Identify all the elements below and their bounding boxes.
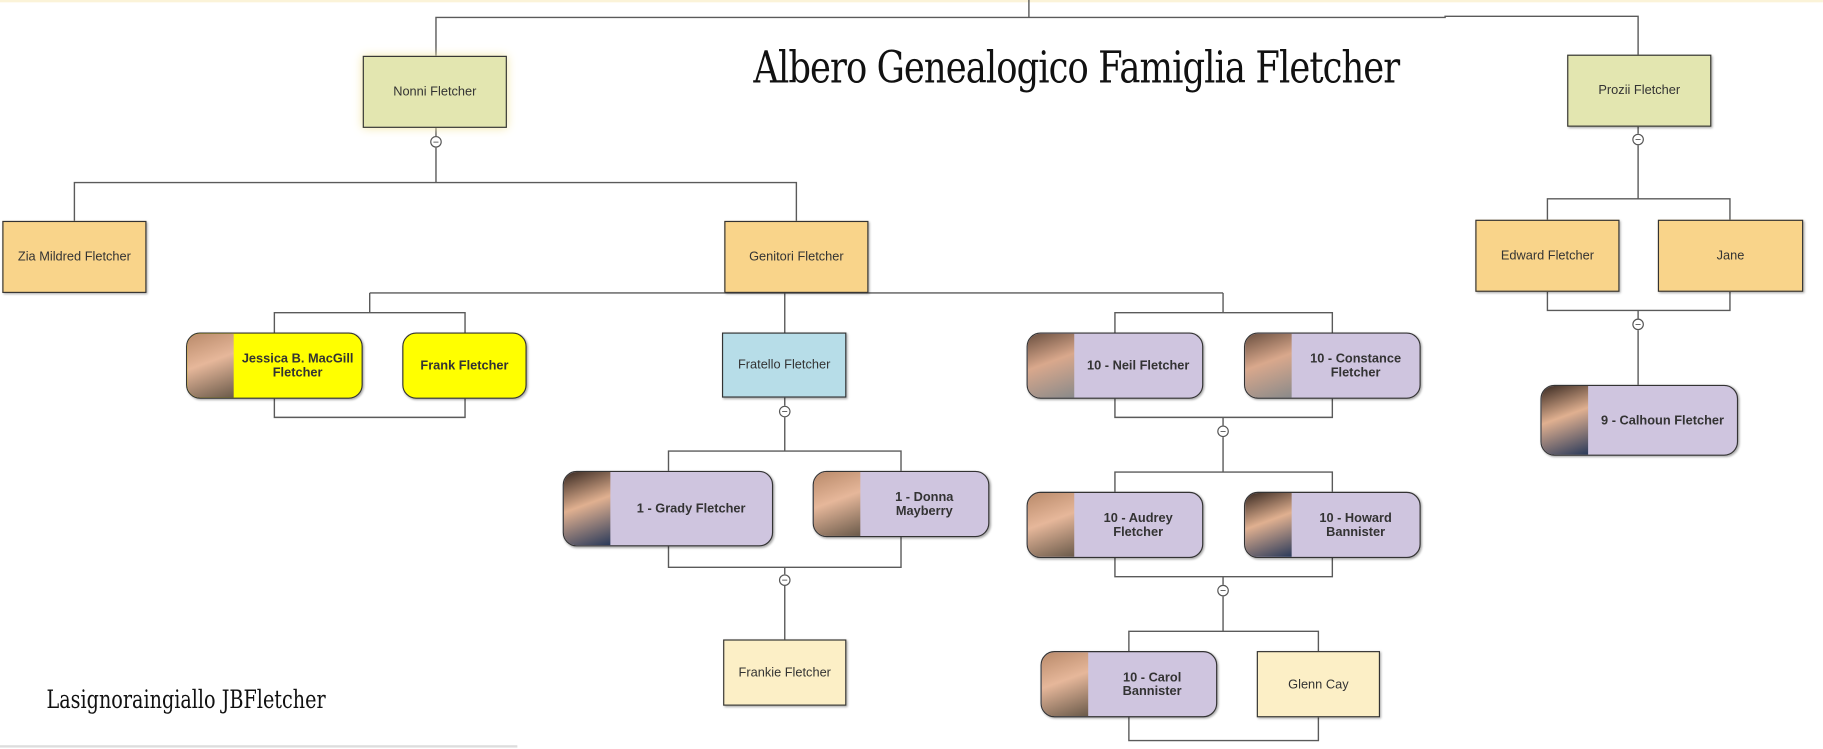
collapse-icon[interactable]: − [778,405,791,418]
node-label: 9 - Calhoun Fletcher [1601,413,1724,428]
node-donna-mayberry[interactable]: 1 - Donna Mayberry [812,470,990,538]
author-signature: Lasignoraingiallo JBFletcher [46,685,326,715]
top-border [0,0,1823,3]
portrait-photo [1027,492,1075,557]
node-frankie-fletcher[interactable]: Frankie Fletcher [723,639,847,706]
node-nonni-fletcher[interactable]: Nonni Fletcher [362,55,507,128]
node-neil-fletcher[interactable]: 10 - Neil Fletcher [1026,332,1204,399]
portrait-photo [1041,652,1089,717]
node-label: 10 - Neil Fletcher [1086,358,1190,373]
node-label: 10 - Howard Bannister [1319,510,1392,539]
node-label: 10 - Carol Bannister [1122,670,1182,699]
node-calhoun-fletcher[interactable]: 9 - Calhoun Fletcher [1540,384,1739,456]
node-genitori-fletcher[interactable]: Genitori Fletcher [724,220,869,293]
portrait-photo [1541,385,1589,455]
node-grady-fletcher[interactable]: 1 - Grady Fletcher [562,470,774,547]
node-label: Frank Fletcher [420,358,509,373]
collapse-icon[interactable]: − [778,574,791,586]
node-edward-fletcher[interactable]: Edward Fletcher [1475,219,1620,292]
diagram-title: Albero Genealogico Famiglia Fletcher [753,41,1400,94]
node-howard-bannister[interactable]: 10 - Howard Bannister [1243,491,1421,559]
node-glenn-cay[interactable]: Glenn Cay [1256,651,1381,718]
portrait-photo [1027,333,1075,398]
collapse-icon[interactable]: − [430,136,442,148]
collapse-icon[interactable]: − [1217,584,1229,597]
portrait-photo [187,333,234,398]
node-constance-fletcher[interactable]: 10 - Constance Fletcher [1243,332,1421,399]
node-audrey-fletcher[interactable]: 10 - Audrey Fletcher [1026,491,1204,559]
node-jane[interactable]: Jane [1657,219,1804,292]
node-prozii-fletcher[interactable]: Prozii Fletcher [1567,54,1712,127]
node-jessica-fletcher[interactable]: Jessica B. MacGill Fletcher [186,332,363,399]
node-label: 1 - Donna Mayberry [895,490,954,518]
collapse-icon[interactable]: − [1632,318,1644,331]
node-label: 10 - Audrey Fletcher [1103,510,1173,539]
collapse-icon[interactable]: − [1632,133,1644,146]
portrait-photo [563,472,611,546]
node-label: 1 - Grady Fletcher [636,501,746,516]
node-label: 10 - Constance Fletcher [1310,351,1402,380]
node-frank-fletcher[interactable]: Frank Fletcher [402,332,527,399]
node-carol-bannister[interactable]: 10 - Carol Bannister [1040,651,1218,718]
node-label: Jessica B. MacGill Fletcher [241,351,354,380]
node-fratello-fletcher[interactable]: Fratello Fletcher [721,332,847,398]
portrait-photo [1245,333,1292,398]
portrait-photo [1245,492,1292,557]
collapse-icon[interactable]: − [1217,425,1229,438]
bottom-border [0,745,518,748]
node-zia-mildred-fletcher[interactable]: Zia Mildred Fletcher [2,220,147,293]
portrait-photo [813,472,861,536]
